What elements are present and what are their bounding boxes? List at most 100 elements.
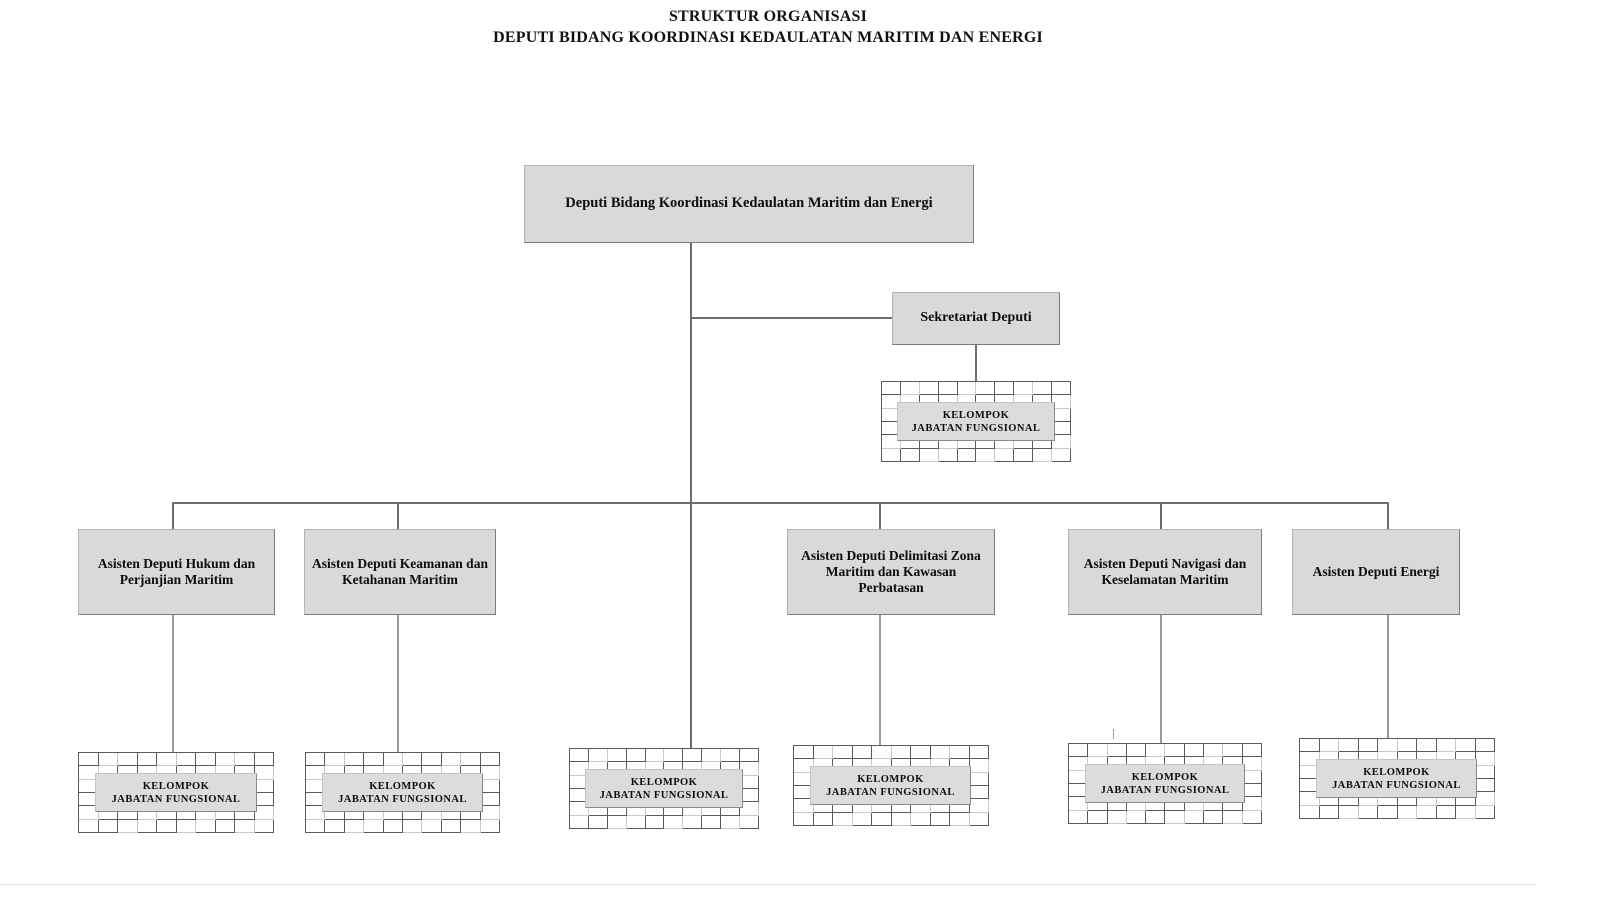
grid-cell [215, 819, 235, 833]
functional-group-asisten-deputi-4[interactable]: KELOMPOK JABATAN FUNGSIONAL [1068, 743, 1262, 824]
grid-cell [1475, 805, 1495, 819]
grid-cell [852, 812, 872, 826]
grid-cell [1165, 744, 1185, 758]
grid-cell [1107, 797, 1127, 811]
node-asisten-deputi-energi[interactable]: Asisten Deputi Energi [1292, 529, 1460, 615]
grid-cell [740, 788, 759, 803]
grid-cell [1069, 757, 1089, 771]
node-deputi-root[interactable]: Deputi Bidang Koordinasi Kedaulatan Mari… [524, 165, 974, 243]
connector-leg-functional-4 [879, 615, 881, 747]
page-title: STRUKTUR ORGANISASI DEPUTI BIDANG KOORDI… [0, 6, 1536, 48]
grid-cell [900, 448, 920, 462]
grid-cell [1107, 744, 1127, 758]
grid-cell [911, 746, 931, 760]
grid-cell [344, 819, 365, 833]
grid-cell [1339, 792, 1359, 806]
grid-cell [1204, 744, 1224, 758]
grid-cell [306, 753, 326, 767]
grid-cell [1319, 792, 1339, 806]
grid-cell [196, 753, 216, 767]
title-line-2: DEPUTI BIDANG KOORDINASI KEDAULATAN MARI… [493, 29, 1043, 46]
functional-group-asisten-deputi-2[interactable]: KELOMPOK JABATAN FUNGSIONAL [305, 752, 500, 833]
grid-cell [570, 802, 589, 816]
grid-cell [441, 753, 462, 767]
grid-cell [1339, 805, 1359, 819]
functional-group-label-box: KELOMPOK JABATAN FUNGSIONAL [897, 402, 1055, 441]
grid-cell [383, 819, 403, 833]
grid-cell [833, 799, 853, 813]
grid-cell [1014, 435, 1034, 449]
node-asisten-deputi-keamanan-dan-ketahanan-maritim[interactable]: Asisten Deputi Keamanan dan Ketahanan Ma… [304, 529, 496, 615]
grid-cell [882, 382, 901, 396]
grid-cell [1033, 382, 1053, 396]
grid-cell [683, 749, 703, 763]
grid-cell [1436, 805, 1456, 819]
grid-cell [683, 815, 703, 829]
grid-cell [938, 448, 958, 462]
grid-cell [813, 812, 833, 826]
grid-cell [441, 806, 462, 820]
grid-cell [957, 382, 977, 396]
grid-cell [833, 812, 853, 826]
connector-drop-asisten-1 [172, 502, 174, 530]
functional-group-line-2: JABATAN FUNGSIONAL [1332, 779, 1461, 791]
grid-cell [98, 819, 118, 833]
functional-group-asisten-deputi-3[interactable]: KELOMPOK JABATAN FUNGSIONAL [793, 745, 989, 826]
grid-cell [137, 806, 157, 820]
grid-cell [344, 806, 365, 820]
functional-group-line-1: KELOMPOK [942, 409, 1010, 421]
grid-cell [588, 815, 608, 829]
connector-leg-functional-6 [1387, 615, 1389, 740]
node-sekretariat-deputi[interactable]: Sekretariat Deputi [892, 292, 1060, 345]
grid-cell [480, 792, 500, 807]
grid-cell [1300, 752, 1320, 766]
grid-cell [813, 746, 833, 760]
grid-cell [702, 749, 722, 763]
connector-leg-functional-5 [1160, 615, 1162, 745]
grid-cell [1378, 792, 1398, 806]
grid-cell [969, 785, 989, 800]
grid-cell [607, 802, 627, 816]
node-asisten-deputi-navigasi-dan-keselamatan-maritim[interactable]: Asisten Deputi Navigasi dan Keselamatan … [1068, 529, 1262, 615]
grid-cell [930, 799, 950, 813]
functional-group-line-1: KELOMPOK [1363, 766, 1430, 778]
grid-cell [118, 753, 138, 767]
grid-cell [1069, 810, 1089, 824]
grid-cell [919, 435, 939, 449]
grid-cell [919, 448, 939, 462]
grid-cell [306, 806, 326, 820]
functional-group-asisten-deputi-1[interactable]: KELOMPOK JABATAN FUNGSIONAL [78, 752, 274, 833]
grid-cell [1456, 805, 1476, 819]
grid-cell [480, 766, 500, 780]
grid-cell [645, 802, 665, 816]
grid-cell [664, 749, 684, 763]
functional-group-line-1: KELOMPOK [142, 780, 210, 792]
grid-cell [196, 806, 216, 820]
functional-group-text: KELOMPOK JABATAN FUNGSIONAL [1101, 771, 1230, 797]
connector-asisten-bus [172, 502, 1389, 504]
grid-cell [1107, 810, 1127, 824]
grid-cell [235, 819, 255, 833]
functional-group-sekretariat[interactable]: KELOMPOK JABATAN FUNGSIONAL [881, 381, 1071, 462]
grid-cell [1033, 448, 1053, 462]
functional-group-deputi-center[interactable]: KELOMPOK JABATAN FUNGSIONAL [569, 748, 759, 829]
node-asisten-deputi-delimitasi-zona-maritim-dan-kawasan-perbatasan[interactable]: Asisten Deputi Delimitasi Zona Maritim d… [787, 529, 995, 615]
grid-cell [118, 806, 138, 820]
grid-cell [1204, 810, 1224, 824]
grid-cell [911, 812, 931, 826]
grid-cell [969, 772, 989, 786]
grid-cell [950, 812, 970, 826]
grid-cell [461, 753, 481, 767]
node-asisten-deputi-hukum-dan-perjanjian-maritim[interactable]: Asisten Deputi Hukum dan Perjanjian Mari… [78, 529, 275, 615]
functional-group-text: KELOMPOK JABATAN FUNGSIONAL [600, 776, 729, 802]
grid-cell [254, 753, 274, 767]
grid-cell [325, 806, 345, 820]
functional-group-asisten-deputi-5[interactable]: KELOMPOK JABATAN FUNGSIONAL [1299, 738, 1495, 819]
grid-cell [98, 753, 118, 767]
grid-cell [422, 806, 442, 820]
grid-cell [461, 806, 481, 820]
grid-cell [1358, 805, 1378, 819]
grid-cell [1475, 739, 1495, 753]
grid-cell [364, 806, 384, 820]
functional-group-label-box: KELOMPOK JABATAN FUNGSIONAL [585, 769, 743, 808]
